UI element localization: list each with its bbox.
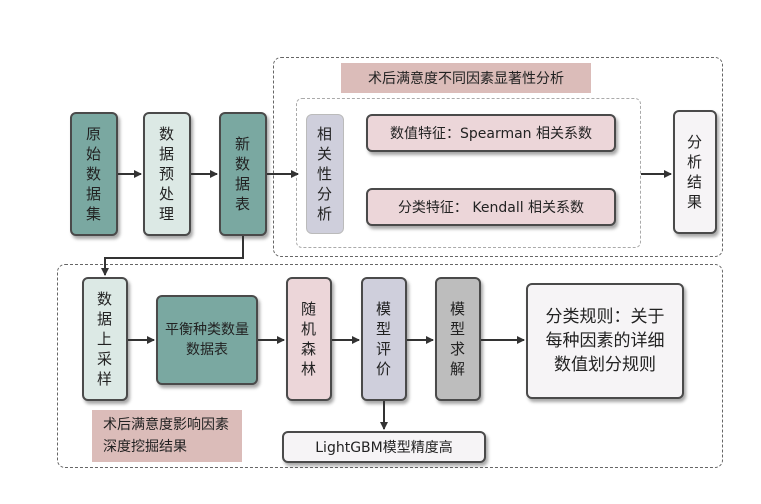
vertical-label: 原始数据集 — [85, 125, 102, 223]
rules-box: 分类规则：关于每种因素的详细数值划分规则 — [526, 283, 684, 399]
rules-label: 分类规则：关于每种因素的详细数值划分规则 — [545, 307, 665, 375]
vertical-label: 数据预处理 — [158, 125, 175, 223]
model-eval-box: 模型评价 — [361, 277, 407, 401]
random-forest-box: 随机森林 — [286, 277, 332, 401]
model-solve-box: 模型求解 — [435, 277, 481, 401]
new-table-box: 新数据表 — [219, 112, 267, 236]
balanced-table-box: 平衡种类数量数据表 — [156, 295, 258, 385]
balanced-table-label: 平衡种类数量数据表 — [165, 322, 249, 358]
vertical-label: 模型求解 — [449, 300, 466, 378]
vertical-label: 数据上采样 — [96, 290, 113, 388]
vertical-label: 新数据表 — [234, 135, 251, 213]
result-box: 分析结果 — [673, 110, 717, 234]
lightgbm-box: LightGBM模型精度高 — [282, 431, 486, 463]
upsample-box: 数据上采样 — [82, 277, 128, 401]
vertical-label: 相关性分析 — [316, 125, 333, 223]
preprocess-box: 数据预处理 — [143, 112, 191, 236]
categorical-feature-box: 分类特征： Kendall 相关系数 — [366, 188, 616, 226]
arrow-newtable-to-upsample — [101, 236, 244, 276]
raw-data-box: 原始数据集 — [70, 112, 118, 236]
vertical-label: 模型评价 — [375, 300, 392, 378]
top-analysis-region — [273, 57, 723, 257]
top-region-title: 术后满意度不同因素显著性分析 — [341, 63, 591, 93]
mining-caption: 术后满意度影响因素深度挖掘结果 — [92, 410, 242, 462]
vertical-label: 分析结果 — [686, 133, 703, 211]
correlation-box: 相关性分析 — [306, 114, 344, 234]
bottom-mining-region — [57, 264, 723, 468]
mining-caption-text: 术后满意度影响因素深度挖掘结果 — [103, 417, 229, 455]
vertical-label: 随机森林 — [300, 300, 317, 378]
numeric-feature-box: 数值特征：Spearman 相关系数 — [366, 114, 616, 152]
